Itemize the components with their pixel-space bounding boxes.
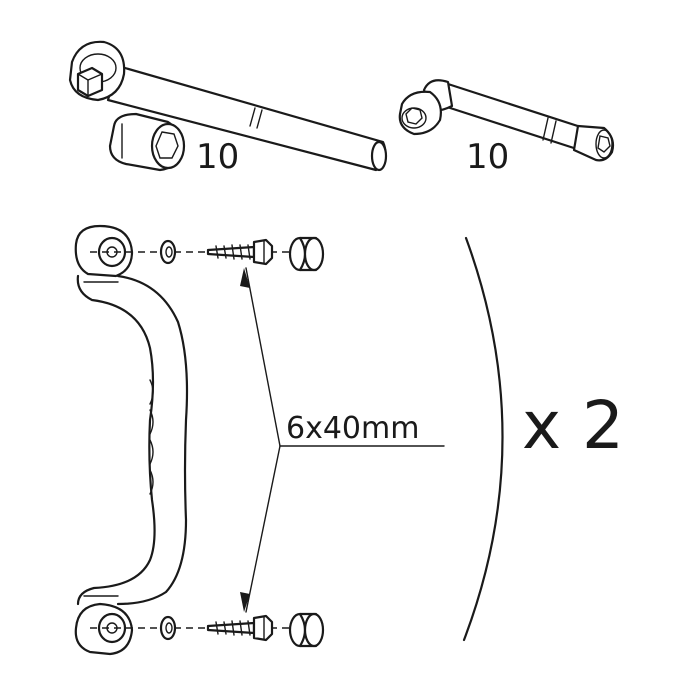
handle-icon — [74, 224, 189, 656]
angle-wrench-size-label: 10 — [466, 137, 509, 177]
top-washer-icon — [159, 239, 177, 265]
ratchet-size-label: 10 — [196, 137, 239, 177]
ratchet-wrench-icon — [68, 40, 388, 172]
bottom-washer-icon — [159, 615, 177, 641]
screw-callout-leader — [240, 267, 445, 613]
quantity-label: x 2 — [522, 387, 624, 464]
top-screw-icon — [206, 238, 274, 266]
top-cover-cap-icon — [288, 236, 325, 272]
bottom-screw-icon — [206, 614, 274, 642]
quantity-bracket — [462, 236, 504, 642]
socket-icon — [108, 112, 186, 172]
angle-socket-wrench-icon — [398, 79, 615, 162]
bottom-cover-cap-icon — [288, 612, 325, 648]
screw-spec-label: 6x40mm — [286, 411, 419, 446]
